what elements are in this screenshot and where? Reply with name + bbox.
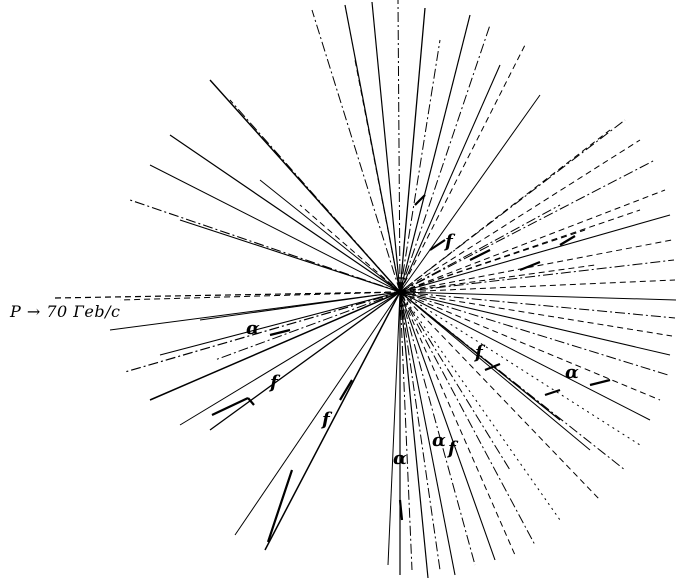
fragment-label-f: f (270, 374, 278, 392)
track-line (150, 165, 400, 292)
track-line (125, 292, 400, 372)
interaction-vertex (397, 289, 403, 295)
track-line (400, 240, 672, 292)
track-line (400, 292, 670, 355)
track-line (400, 292, 560, 520)
track-line (400, 230, 585, 292)
track-line (400, 120, 625, 292)
track-line (170, 135, 400, 292)
track-line (400, 215, 670, 292)
track-line (400, 292, 495, 560)
fragment-stub (520, 262, 540, 270)
fragment-stub (430, 240, 445, 250)
track-line (400, 8, 425, 292)
track-line (230, 100, 400, 292)
track-line (400, 210, 640, 292)
track-line (400, 292, 455, 575)
track-line (400, 292, 475, 565)
track-line (400, 40, 440, 292)
track-line (400, 65, 500, 292)
track-line (400, 292, 515, 555)
track-line (400, 292, 660, 400)
track-line (400, 292, 428, 578)
fragment-label-alpha: α (246, 320, 260, 338)
track-line (400, 292, 535, 545)
track-line (400, 292, 650, 420)
fragment-stub (590, 380, 610, 385)
fragment-label-f: f (322, 411, 330, 429)
track-line (180, 292, 400, 425)
track-line (215, 292, 400, 360)
fragment-label-f: f (448, 440, 456, 458)
track-line (120, 292, 400, 300)
track-line (260, 180, 400, 292)
fragment-label-f: f (445, 233, 453, 251)
track-line (400, 15, 470, 292)
fragment-stub (340, 380, 352, 400)
track-line (400, 160, 655, 292)
track-line (388, 292, 400, 565)
beam-label: P → 70 Гeb/c (10, 302, 120, 321)
fragment-label-alpha: α (565, 364, 579, 382)
fragment-label-alpha: α (432, 432, 446, 450)
track-line (400, 95, 540, 292)
fragment-label-alpha: α (393, 450, 407, 468)
track-line (398, 0, 400, 292)
track-line (400, 205, 560, 292)
fragment-label-f: f (475, 344, 483, 362)
fragment-stub (270, 330, 290, 335)
